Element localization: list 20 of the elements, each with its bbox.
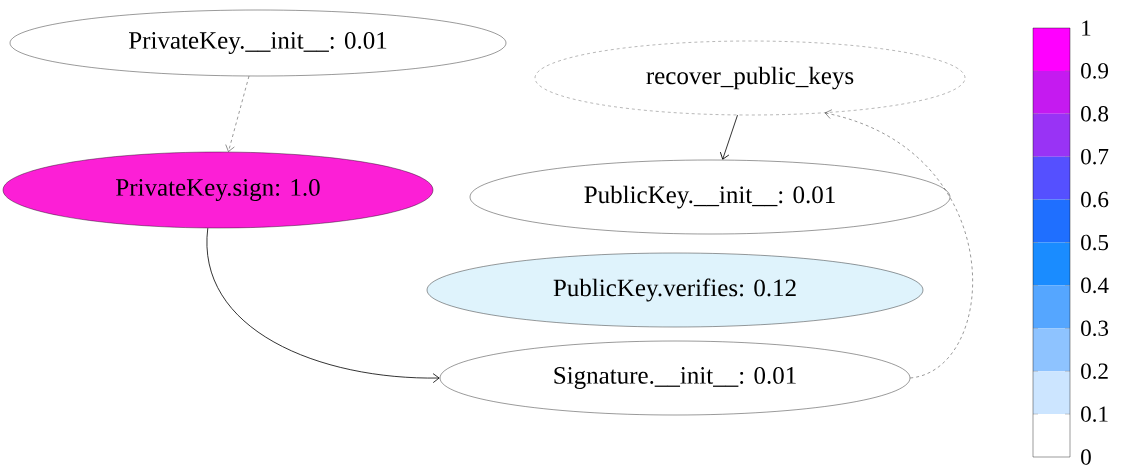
- ellipse-node: PublicKey.verifies: 0.12: [426, 252, 924, 328]
- arrow: [207, 227, 440, 383]
- tick-label: 0.8: [1081, 106, 1109, 122]
- tick-label: 0.9: [1081, 63, 1108, 79]
- tick-label: 0.3: [1081, 320, 1109, 337]
- tick-label: 1: [1082, 20, 1091, 36]
- arrow: [824, 109, 973, 379]
- ellipse-node: PublicKey.__init__: 0.01: [469, 159, 951, 235]
- arrow: [719, 114, 738, 160]
- tick-label: 0.1: [1081, 406, 1108, 422]
- tick-label: 0.4: [1081, 277, 1109, 294]
- tick-label: 0.2: [1081, 363, 1108, 379]
- tick-label: 0.5: [1081, 234, 1109, 251]
- ellipse-node: PrivateKey.__init__: 0.01: [9, 9, 507, 77]
- ellipse-node: Signature.__init__: 0.01: [439, 340, 911, 416]
- arrow: [225, 76, 250, 152]
- tick-label: 0.6: [1081, 191, 1109, 208]
- tick-label: 0.7: [1081, 148, 1109, 165]
- tick-label: 0: [1081, 449, 1091, 465]
- ellipse-node: PrivateKey.sign: 1.0: [2, 151, 434, 229]
